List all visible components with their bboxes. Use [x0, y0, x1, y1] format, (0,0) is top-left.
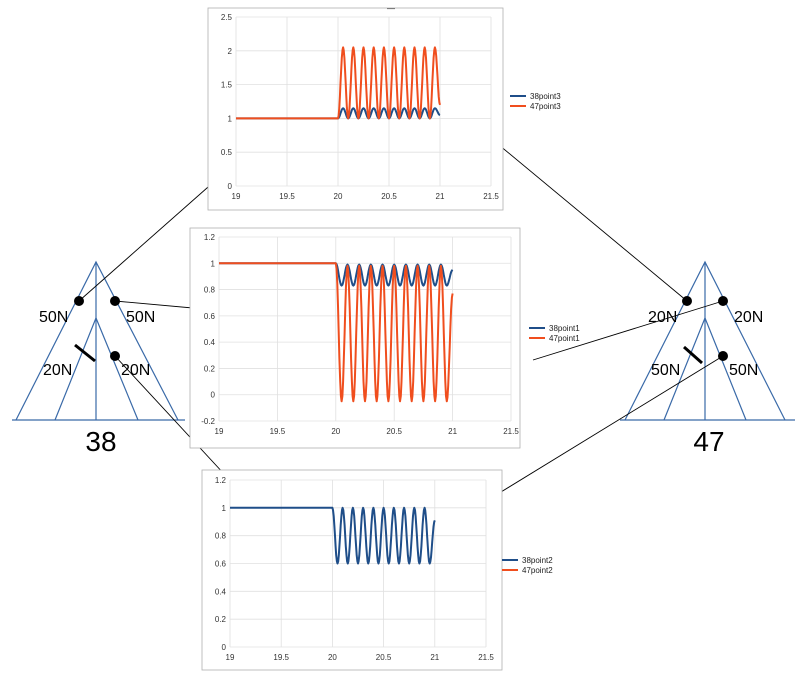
bottom-y-tick-label: 0.6 [215, 560, 227, 569]
top-series-47point3-line [236, 46, 441, 120]
middle-y-tick-label: 0.4 [204, 338, 216, 347]
bottom-x-tick-label: 20 [328, 653, 337, 662]
bottom-x-tick-label: 21.5 [478, 653, 494, 662]
tower-38-lower-right-label: 20N [121, 362, 150, 379]
middle-y-tick-label: 0.6 [204, 312, 216, 321]
tower-38-upper-right-label: 50N [126, 309, 155, 326]
top-x-tick-label: 21.5 [483, 192, 499, 201]
middle-y-tick-label: -0.2 [201, 417, 215, 426]
tower-38 [12, 260, 185, 421]
top-chart-title: — [387, 4, 395, 13]
tower-38-upper-left-label: 50N [39, 309, 68, 326]
top-y-tick-label: 2 [228, 47, 233, 56]
bottom-y-tick-label: 1 [222, 504, 227, 513]
top-y-tick-label: 1.5 [221, 81, 233, 90]
middle-legend-label: 47point1 [549, 334, 580, 343]
bottom-legend-label: 38point2 [522, 556, 553, 565]
top-y-tick-label: 2.5 [221, 13, 233, 22]
middle-y-tick-label: 1.2 [204, 233, 216, 242]
bottom-x-tick-label: 19 [226, 653, 235, 662]
middle-y-tick-label: 0.2 [204, 364, 216, 373]
middle-x-tick-label: 19 [215, 427, 224, 436]
tower-47-label: 47 [693, 426, 724, 457]
top-legend-label: 38point3 [530, 92, 561, 101]
bottom-x-tick-label: 20.5 [376, 653, 392, 662]
top-y-tick-label: 0 [228, 182, 233, 191]
middle-series-47point1-line [219, 262, 454, 403]
middle-chart-frame [189, 227, 521, 449]
middle-y-tick-label: 0 [211, 391, 216, 400]
chart-bottom: 0 0.2 0.4 0.6 0.8 1 1.2 19 19.5 20 20.5 21 21.5 38poi… [201, 469, 553, 671]
tower-47-lower-right-label: 50N [729, 362, 758, 379]
tower-47-lower-left-label: 50N [651, 362, 680, 379]
leader-47-upper-left-to-top-chart [492, 139, 688, 302]
middle-x-tick-label: 21.5 [503, 427, 519, 436]
top-y-tick-label: 0.5 [221, 148, 233, 157]
tower-47 [620, 260, 795, 421]
leader-47-upper-right-to-middle-chart [532, 300, 724, 361]
top-y-tick-label: 1 [228, 114, 233, 123]
tower-38-lower-left-label: 20N [43, 362, 72, 379]
bottom-x-tick-label: 19.5 [273, 653, 289, 662]
bottom-y-tick-label: 1.2 [215, 476, 227, 485]
tower-47-upper-right-label: 20N [734, 309, 763, 326]
tower-38-damper-marker [74, 343, 96, 363]
middle-y-tick-label: 1 [211, 259, 216, 268]
top-legend-label: 47point3 [530, 102, 561, 111]
middle-x-tick-label: 21 [448, 427, 457, 436]
chart-middle: -0.2 0 0.2 0.4 0.6 0.8 1 1.2 19 19.5 20 20.5 21 21.5 3… [189, 227, 580, 449]
top-x-tick-label: 20.5 [381, 192, 397, 201]
tower-47-damper-marker [683, 345, 703, 365]
top-x-tick-label: 21 [436, 192, 445, 201]
bottom-series-38point2-line [230, 506, 436, 565]
bottom-legend-label: 47point2 [522, 566, 553, 575]
middle-x-tick-label: 19.5 [270, 427, 286, 436]
middle-x-tick-label: 20.5 [386, 427, 402, 436]
tower-38-label: 38 [85, 426, 116, 457]
leader-47-lower-right-to-bottom-chart [464, 355, 724, 515]
bottom-y-tick-label: 0.8 [215, 532, 227, 541]
top-x-tick-label: 19 [232, 192, 241, 201]
bottom-chart-frame [201, 469, 503, 671]
tower-47-upper-left-label: 20N [648, 309, 677, 326]
chart-top: 0 0.5 1 1.5 2 2.5 19 19.5 20 20.5 21 21.5 — 38point34… [207, 4, 561, 211]
bottom-y-tick-label: 0.2 [215, 615, 227, 624]
middle-legend-label: 38point1 [549, 324, 580, 333]
top-x-tick-label: 20 [334, 192, 343, 201]
top-x-tick-label: 19.5 [279, 192, 295, 201]
top-chart-frame [207, 7, 504, 211]
bottom-x-tick-label: 21 [430, 653, 439, 662]
bottom-y-tick-label: 0 [222, 643, 227, 652]
middle-x-tick-label: 20 [331, 427, 340, 436]
middle-y-tick-label: 0.8 [204, 286, 216, 295]
bottom-y-tick-label: 0.4 [215, 587, 227, 596]
